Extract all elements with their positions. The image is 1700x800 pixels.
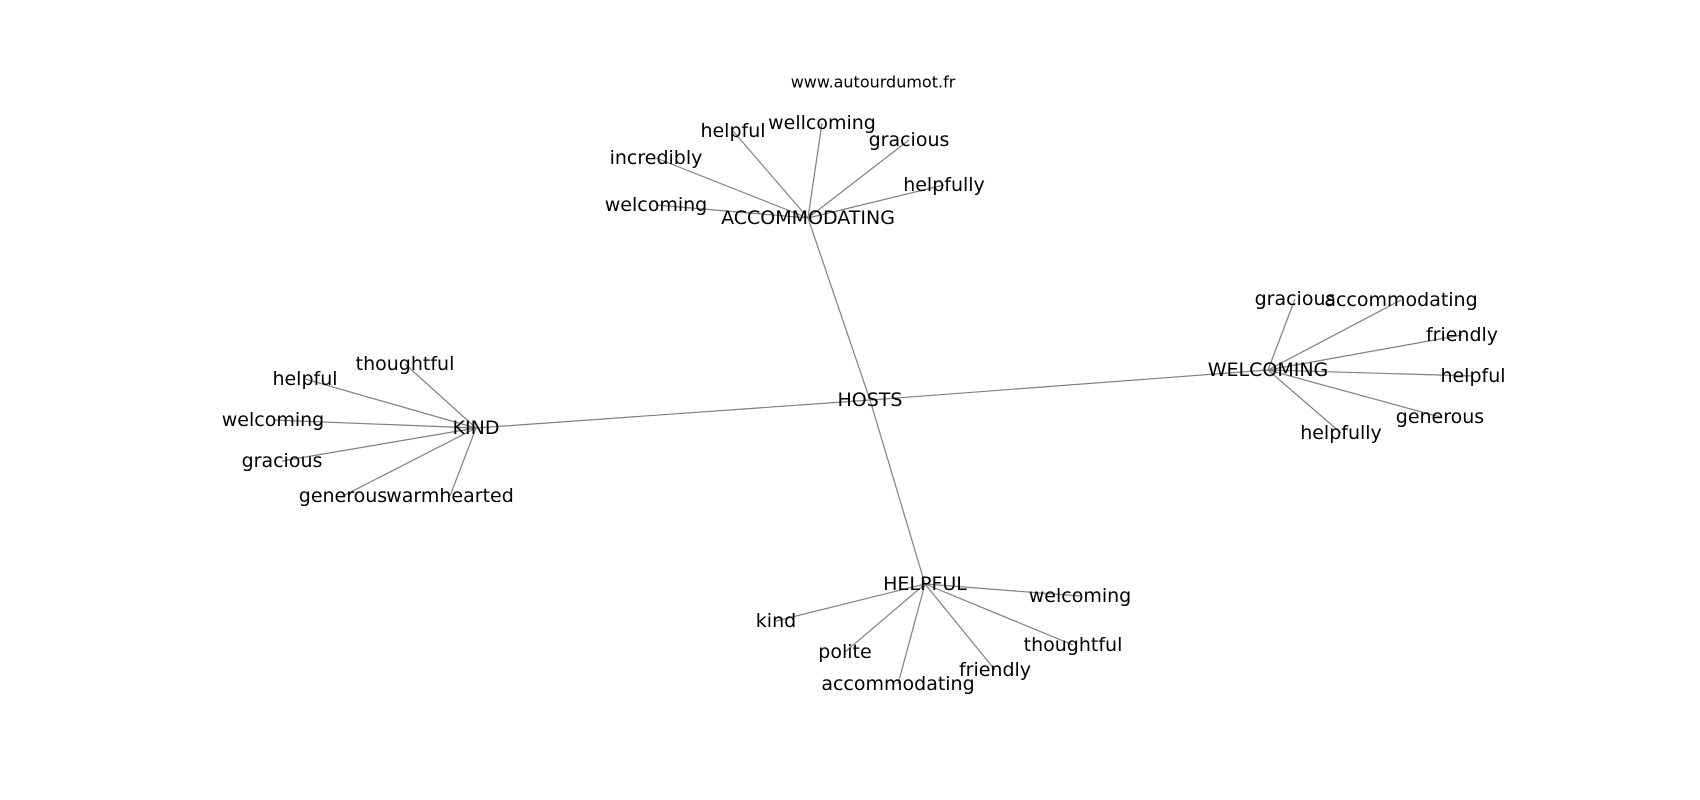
graph-edges bbox=[272, 122, 1474, 685]
hub-node-kind: KIND bbox=[453, 417, 500, 439]
edge-accommodating-welcoming bbox=[655, 204, 809, 219]
hub-node-helpful: HELPFUL bbox=[883, 573, 967, 595]
edge-kind-warmhearted bbox=[449, 427, 477, 497]
edge-helpful-friendly bbox=[924, 583, 996, 671]
leaf-node-accommodating-helpful: helpful bbox=[700, 120, 765, 142]
edge-accommodating-helpfully bbox=[807, 184, 945, 219]
leaf-node-welcoming-friendly: friendly bbox=[1426, 324, 1498, 346]
edge-kind-helpful bbox=[304, 378, 477, 429]
leaf-node-kind-welcoming: welcoming bbox=[222, 409, 324, 431]
leaf-node-accommodating-helpfully: helpfully bbox=[903, 174, 985, 196]
edge-welcoming-helpfully bbox=[1267, 369, 1342, 434]
leaf-node-kind-helpful: helpful bbox=[272, 368, 337, 390]
leaf-node-welcoming-helpfully: helpfully bbox=[1300, 422, 1382, 444]
leaf-node-helpful-polite: polite bbox=[818, 641, 871, 663]
watermark-text: www.autourdumot.fr bbox=[791, 73, 956, 92]
leaf-node-helpful-thoughtful: thoughtful bbox=[1024, 634, 1123, 656]
leaf-node-accommodating-wellcoming: wellcoming bbox=[768, 112, 876, 134]
edge-kind-welcoming bbox=[272, 419, 477, 429]
edge-welcoming-friendly bbox=[1267, 334, 1463, 371]
edge-hosts-helpful bbox=[869, 399, 926, 585]
edge-helpful-kind bbox=[775, 583, 926, 622]
edge-kind-thoughtful bbox=[404, 363, 477, 429]
leaf-node-helpful-welcoming: welcoming bbox=[1029, 585, 1131, 607]
edge-accommodating-wellcoming bbox=[807, 122, 823, 219]
center-node-hosts: HOSTS bbox=[838, 389, 903, 411]
edge-hosts-accommodating bbox=[807, 217, 871, 401]
edge-helpful-thoughtful bbox=[924, 583, 1074, 646]
edge-kind-generous bbox=[342, 427, 477, 497]
edge-hosts-welcoming bbox=[869, 369, 1269, 401]
edge-welcoming-gracious bbox=[1267, 298, 1296, 371]
edge-welcoming-helpful bbox=[1267, 369, 1474, 377]
edge-accommodating-gracious bbox=[807, 139, 910, 219]
leaf-node-helpful-kind: kind bbox=[756, 610, 796, 632]
edge-welcoming-accommodating bbox=[1267, 299, 1402, 371]
edge-kind-gracious bbox=[281, 427, 477, 462]
leaf-node-kind-warmhearted: warmhearted bbox=[386, 485, 514, 507]
edge-helpful-welcoming bbox=[924, 583, 1081, 597]
leaf-node-welcoming-gracious: gracious bbox=[1255, 288, 1336, 310]
leaf-node-welcoming-helpful: helpful bbox=[1440, 365, 1505, 387]
leaf-node-kind-thoughtful: thoughtful bbox=[356, 353, 455, 375]
leaf-node-helpful-accommodating: accommodating bbox=[821, 673, 974, 695]
edge-helpful-accommodating bbox=[897, 583, 926, 685]
edge-accommodating-helpful bbox=[732, 130, 809, 219]
leaf-node-accommodating-welcoming: welcoming bbox=[605, 194, 707, 216]
edge-hosts-kind bbox=[475, 399, 871, 429]
leaf-node-kind-gracious: gracious bbox=[242, 450, 323, 472]
leaf-node-kind-generous: generous bbox=[299, 485, 387, 507]
leaf-node-accommodating-gracious: gracious bbox=[869, 129, 950, 151]
hub-node-welcoming: WELCOMING bbox=[1208, 359, 1329, 381]
hub-node-accommodating: ACCOMMODATING bbox=[721, 207, 895, 229]
edge-welcoming-generous bbox=[1267, 369, 1441, 418]
leaf-node-welcoming-accommodating: accommodating bbox=[1324, 289, 1477, 311]
leaf-node-helpful-friendly: friendly bbox=[959, 659, 1031, 681]
leaf-node-welcoming-generous: generous bbox=[1396, 406, 1484, 428]
edge-accommodating-incredibly bbox=[655, 157, 809, 219]
edge-helpful-polite bbox=[844, 583, 926, 653]
leaf-node-accommodating-incredibly: incredibly bbox=[610, 147, 703, 169]
